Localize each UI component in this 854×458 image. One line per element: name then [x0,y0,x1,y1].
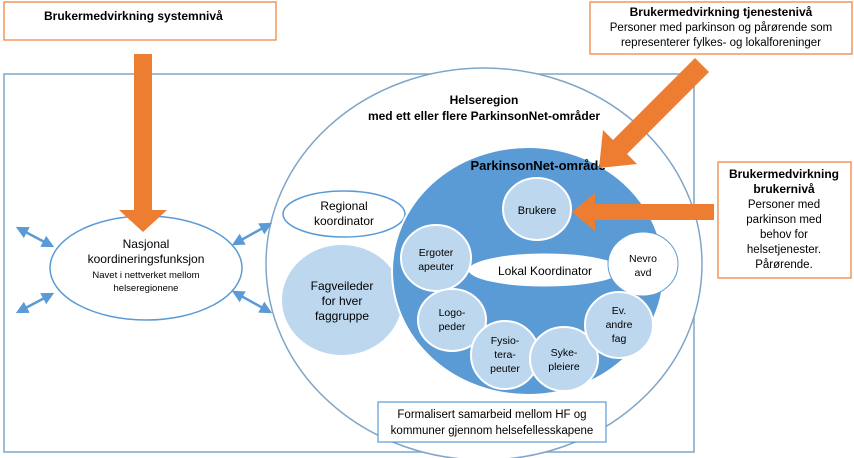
parkinsonnet-area-title: ParkinsonNet-område [470,158,605,173]
speech-therapist-circle [417,288,487,352]
system-level-box [3,1,277,41]
user-level-line5: Pårørende. [755,259,813,271]
user-level-line2: parkinson med [746,214,821,226]
national-line4: helseregionene [114,283,179,294]
national-coordination-ellipse [49,215,243,321]
user-level-line4: helsetjenester. [747,244,821,256]
service-level-line2: representerer fylkes- og lokalforeninger [621,37,821,49]
service-level-box [589,1,853,55]
users-circle [502,177,572,241]
link-arrow-bottom-left [15,292,55,314]
occupational-therapist-circle [400,224,472,292]
specialist-line1: Fagveileder [311,279,374,293]
service-level-line1: Personer med parkinson og pårørende som [610,22,832,34]
ergo-line2: apeuter [418,261,454,273]
regional-coordinator-line2: koordinator [314,214,374,228]
service-level-arrow [599,58,709,168]
regional-coordinator-ellipse [282,190,406,238]
user-level-arrow [572,193,714,231]
user-level-line1: Personer med [748,199,820,211]
neuro-circle [607,231,679,297]
fysio-line1: Fysio- [491,335,520,347]
specialist-line2: for hver [322,294,363,308]
nurse-circle [529,326,599,392]
logo-line1: Logo- [439,307,466,319]
system-level-arrow [119,54,167,232]
formal-cooperation-box [377,401,607,443]
neuro-line1: Nevro [629,253,657,265]
user-level-title2: brukernivå [753,182,815,196]
ev-line1: Ev. [612,305,626,317]
ergo-line1: Ergoter [419,247,454,259]
user-level-line3: behov for [760,229,808,241]
national-line2: koordineringsfunksjon [88,252,205,266]
health-region-title: Helseregion [450,93,519,107]
specialist-line3: faggruppe [315,309,369,323]
fysio-line2: tera- [494,349,516,361]
user-level-title1: Brukermedvirkning [729,167,839,181]
ev-line3: fag [612,333,627,345]
syke-line2: pleiere [548,361,580,373]
syke-line1: Syke- [551,347,578,359]
users-label: Brukere [518,205,557,217]
logo-line2: peder [439,321,466,333]
local-coordinator-label: Lokal Koordinator [498,264,592,278]
ev-line2: andre [606,319,633,331]
system-level-title: Brukermedvirkning systemnivå [44,9,223,23]
formal-line2: kommuner gjennom helsefellesskapene [391,425,594,437]
service-level-title: Brukermedvirkning tjenestenivå [630,5,813,19]
specialist-advisors-circle [282,245,402,355]
other-disciplines-circle [584,291,654,359]
link-arrow-top-left [15,226,55,248]
national-line1: Nasjonal [123,237,170,251]
neuro-line2: avd [635,267,652,279]
national-line3: Navet i nettverket mellom [92,270,199,281]
link-arrow-top-right [231,222,273,246]
link-arrow-bottom-right [231,290,273,314]
formal-line1: Formalisert samarbeid mellom HF og [397,409,586,421]
user-level-box [717,161,852,279]
fysio-line3: peuter [490,363,520,375]
regional-coordinator-line1: Regional [320,199,367,213]
health-region-subtitle: med ett eller flere ParkinsonNet-områder [368,109,600,123]
